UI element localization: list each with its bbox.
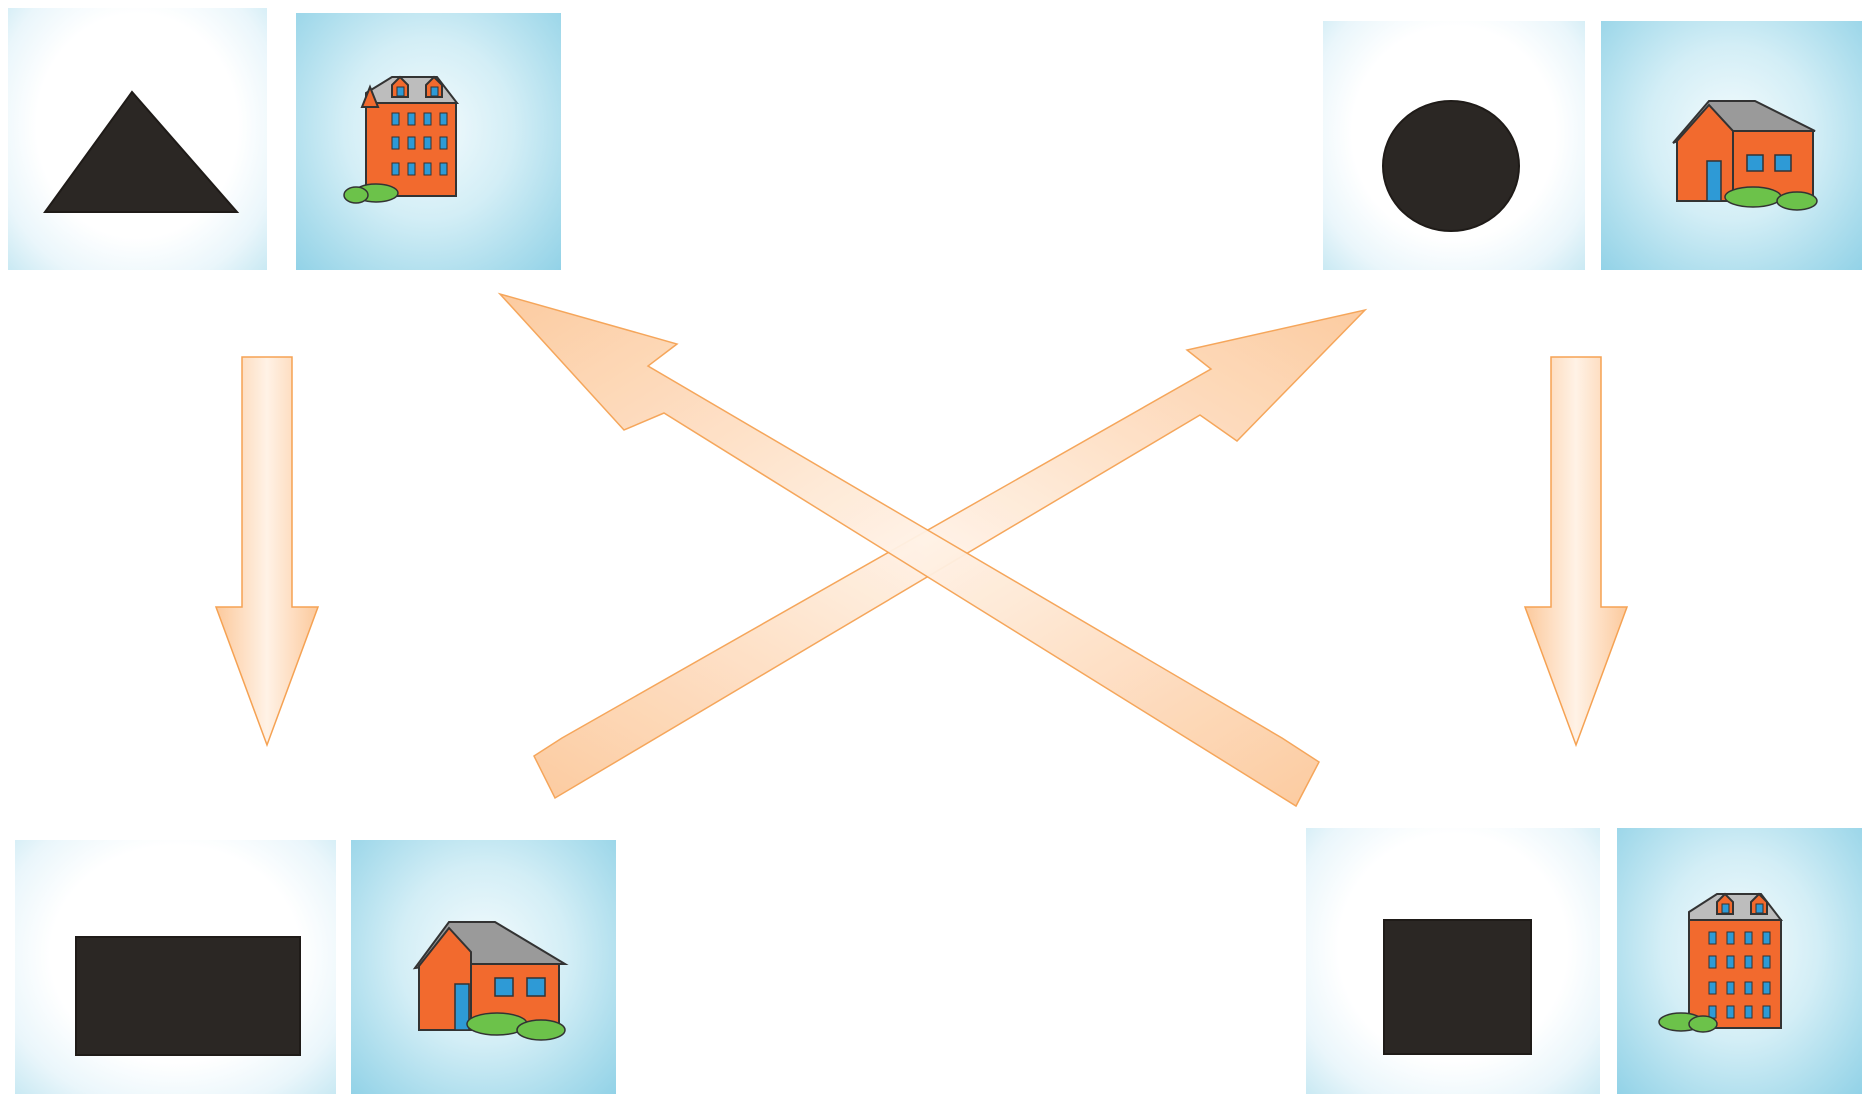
tall-building-icon (296, 13, 561, 270)
circle-shape (1323, 21, 1585, 270)
arrow-bottom-left-to-top-right (534, 310, 1365, 798)
top-right-shape-card (1323, 21, 1585, 270)
top-left-shape-card (8, 8, 267, 270)
bottom-right-shape-card (1306, 828, 1600, 1094)
rectangle-shape (15, 840, 336, 1094)
bottom-right-house-card (1617, 828, 1862, 1094)
small-house-icon (351, 840, 616, 1094)
top-right-house-card (1601, 21, 1862, 270)
square-shape (1306, 828, 1600, 1094)
arrow-top-left-to-bottom-left (216, 357, 318, 745)
bottom-left-shape-card (15, 840, 336, 1094)
small-house-icon (1601, 21, 1862, 270)
tall-building-icon (1617, 828, 1862, 1094)
bottom-left-house-card (351, 840, 616, 1094)
top-left-house-card (296, 13, 561, 270)
arrow-bottom-right-to-top-left (500, 294, 1319, 806)
triangle-shape (8, 8, 267, 270)
arrow-top-right-to-bottom-right (1525, 357, 1627, 745)
